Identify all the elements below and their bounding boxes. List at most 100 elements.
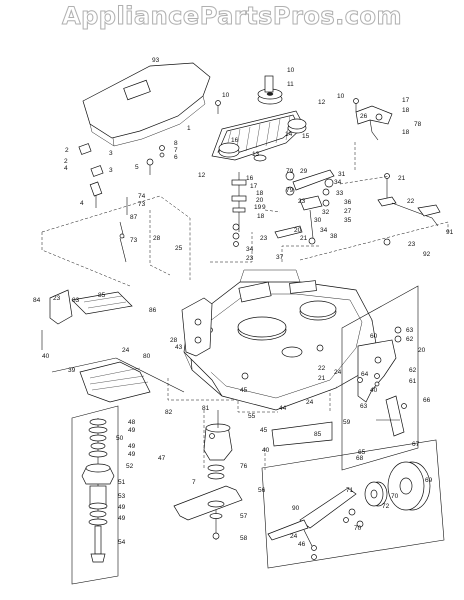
part-callout-20: 20 — [256, 197, 264, 204]
part-callout-46: 46 — [298, 541, 306, 548]
idler-pulley-part — [218, 118, 307, 162]
part-callout-17: 17 — [250, 183, 258, 190]
part-callout-22: 22 — [318, 365, 326, 372]
part-callout-1: 1 — [187, 125, 191, 132]
part-callout-49: 49 — [128, 443, 136, 450]
part-callout-49: 49 — [128, 427, 136, 434]
part-callout-92: 92 — [423, 251, 431, 258]
part-callout-78: 78 — [414, 121, 422, 128]
part-callout-34: 34 — [246, 246, 254, 253]
idler-arm-part — [353, 98, 393, 141]
part-callout-5: 5 — [135, 164, 139, 171]
wheel-bracket-box — [341, 285, 419, 471]
part-callout-62: 62 — [406, 336, 414, 343]
part-callout-27: 27 — [344, 208, 352, 215]
part-callout-72: 72 — [382, 503, 390, 510]
part-callout-66: 66 — [423, 397, 431, 404]
part-callout-21: 21 — [318, 375, 326, 382]
part-callout-33: 33 — [336, 190, 344, 197]
part-callout-20: 20 — [418, 347, 426, 354]
part-callout-59: 59 — [343, 419, 351, 426]
part-callout-49: 49 — [118, 515, 126, 522]
part-callout-40: 40 — [370, 387, 378, 394]
part-callout-10: 10 — [337, 93, 345, 100]
part-callout-29: 29 — [300, 168, 308, 175]
part-callout-60: 60 — [370, 333, 378, 340]
part-callout-10: 10 — [287, 67, 295, 74]
part-callout-74: 74 — [138, 193, 146, 200]
hardware-left-part — [78, 100, 221, 208]
part-callout-30: 30 — [314, 217, 322, 224]
part-callout-43: 43 — [175, 344, 183, 351]
part-callout-45: 45 — [240, 387, 248, 394]
right-rod-part — [377, 173, 441, 246]
part-callout-44: 44 — [279, 405, 287, 412]
part-callout-24: 24 — [334, 369, 342, 376]
part-callout-35: 35 — [344, 217, 352, 224]
part-callout-15: 15 — [302, 133, 310, 140]
part-callout-90: 90 — [292, 505, 300, 512]
part-callout-24: 24 — [122, 347, 130, 354]
engine-pulley-part — [257, 75, 283, 105]
part-callout-16: 16 — [231, 137, 239, 144]
part-callout-50: 50 — [116, 435, 124, 442]
part-callout-84: 84 — [33, 297, 41, 304]
part-callout-91: 91 — [446, 229, 454, 236]
part-callout-65: 65 — [358, 449, 366, 456]
part-callout-19: 19 — [254, 204, 262, 211]
part-callout-3: 3 — [109, 167, 113, 174]
part-callout-70: 70 — [391, 493, 399, 500]
hardware-center-part — [231, 169, 335, 247]
part-callout-71: 71 — [346, 487, 354, 494]
part-callout-47: 47 — [158, 455, 166, 462]
part-callout-28: 28 — [170, 337, 178, 344]
part-callout-86: 86 — [149, 307, 157, 314]
part-callout-52: 52 — [126, 463, 134, 470]
part-callout-62: 62 — [409, 367, 417, 374]
part-callout-23: 23 — [408, 241, 416, 248]
part-callout-58: 58 — [240, 535, 248, 542]
part-callout-20: 20 — [294, 227, 302, 234]
part-callout-23: 23 — [260, 235, 268, 242]
part-callout-8: 8 — [174, 140, 178, 147]
part-callout-12: 12 — [198, 172, 206, 179]
part-callout-79: 79 — [286, 168, 294, 175]
part-callout-73: 73 — [130, 237, 138, 244]
part-callout-18: 18 — [257, 213, 265, 220]
part-callout-7: 7 — [174, 147, 178, 154]
spindle-assembly-box — [71, 405, 119, 585]
part-callout-18: 18 — [402, 129, 410, 136]
part-callout-87: 87 — [130, 214, 138, 221]
part-callout-85: 85 — [98, 292, 106, 299]
site-watermark: AppliancePartsPros.com — [62, 2, 402, 31]
assembly-leader-lines — [41, 142, 449, 470]
part-callout-22: 22 — [407, 198, 415, 205]
part-callout-2: 2 — [64, 158, 68, 165]
part-callout-49: 49 — [118, 504, 126, 511]
part-callout-7: 7 — [192, 479, 196, 486]
part-callout-51: 51 — [118, 479, 126, 486]
part-callout-18: 18 — [256, 190, 264, 197]
part-callout-67: 67 — [412, 441, 420, 448]
part-callout-38: 38 — [330, 233, 338, 240]
part-callout-3: 3 — [109, 150, 113, 157]
part-callout-56: 56 — [258, 487, 266, 494]
part-callout-48: 48 — [128, 419, 136, 426]
part-callout-63: 63 — [406, 327, 414, 334]
part-callout-24: 24 — [306, 399, 314, 406]
part-callout-14: 14 — [285, 131, 293, 138]
front-bracket-part — [41, 289, 213, 403]
part-callout-21: 21 — [300, 235, 308, 242]
part-callout-40: 40 — [262, 447, 270, 454]
part-callout-11: 11 — [287, 81, 294, 88]
part-callout-73: 73 — [138, 201, 146, 208]
left-rod-part — [119, 197, 128, 263]
part-callout-31: 31 — [338, 171, 346, 178]
part-callout-85: 85 — [314, 431, 322, 438]
part-callout-34: 34 — [334, 179, 342, 186]
part-callout-13: 13 — [252, 151, 260, 158]
part-callout-21: 21 — [398, 175, 406, 182]
part-callout-53: 53 — [118, 493, 126, 500]
part-callout-9: 9 — [262, 204, 266, 211]
